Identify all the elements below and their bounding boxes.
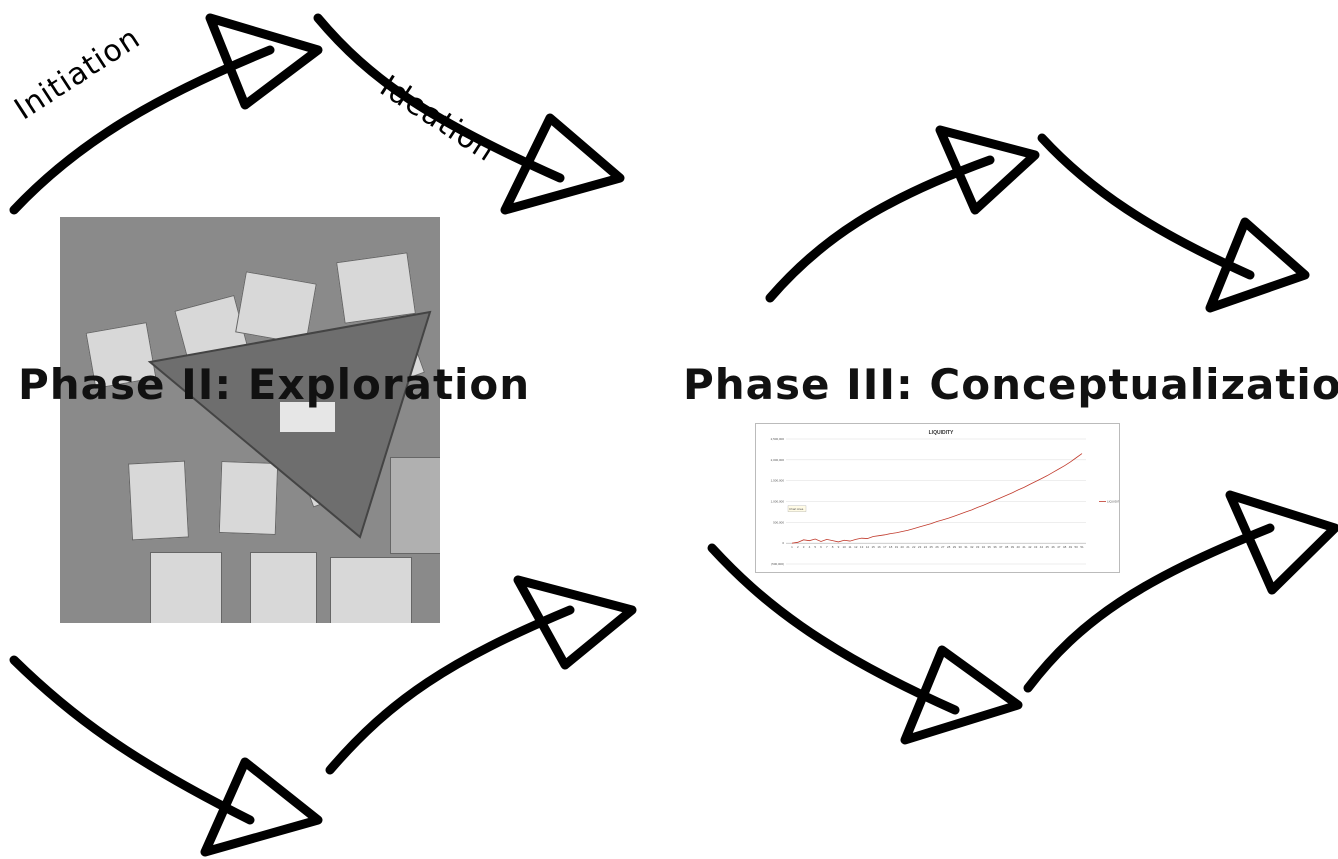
chart-x-tick: 21 bbox=[906, 545, 910, 549]
photo-triangle-board bbox=[147, 310, 432, 539]
chart-x-tick: 17 bbox=[883, 545, 887, 549]
chart-x-tick: 8 bbox=[832, 545, 834, 549]
chart-x-tick: 26 bbox=[935, 545, 939, 549]
chart-series-line bbox=[791, 453, 1083, 544]
chart-x-tick: 49 bbox=[1069, 545, 1073, 549]
chart-y-tick: 2,500,000 bbox=[771, 437, 785, 441]
arrow-conceptualization-rise bbox=[765, 125, 1040, 303]
phase-2-title: Phase II: Exploration bbox=[18, 360, 531, 409]
chart-x-tick: 33 bbox=[976, 545, 980, 549]
arrow-conceptualization-bottom-fall bbox=[707, 543, 1023, 745]
chart-x-tick: 10 bbox=[843, 545, 847, 549]
chart-x-tick: 6 bbox=[820, 545, 822, 549]
chart-x-tick: 47 bbox=[1057, 545, 1061, 549]
chart-x-tick: 4 bbox=[809, 545, 811, 549]
chart-x-tick: 7 bbox=[826, 545, 828, 549]
chart-x-tick: 42 bbox=[1028, 545, 1032, 549]
chart-x-tick: 38 bbox=[1005, 545, 1009, 549]
chart-x-tick: 14 bbox=[866, 545, 870, 549]
chart-x-tick: 36 bbox=[993, 545, 997, 549]
chart-tooltip: Chart Area bbox=[789, 507, 804, 511]
chart-x-tick: 24 bbox=[924, 545, 928, 549]
photo-card bbox=[150, 552, 222, 623]
arrow-conceptualization-fall bbox=[1037, 133, 1310, 313]
chart-x-tick: 22 bbox=[912, 545, 916, 549]
chart-y-tick: (500,000) bbox=[771, 562, 784, 566]
photo-card bbox=[250, 552, 317, 623]
photo-card bbox=[330, 557, 412, 623]
chart-x-tick: 34 bbox=[982, 545, 986, 549]
chart-x-tick: 1 bbox=[791, 545, 793, 549]
chart-x-tick: 39 bbox=[1011, 545, 1015, 549]
chart-x-tick: 2 bbox=[797, 545, 799, 549]
chart-y-tick: 0 bbox=[782, 541, 784, 545]
exploration-photo bbox=[60, 217, 440, 623]
chart-x-tick: 16 bbox=[877, 545, 881, 549]
chart-x-tick: 13 bbox=[860, 545, 864, 549]
chart-x-tick: 30 bbox=[959, 545, 963, 549]
chart-x-tick: 46 bbox=[1051, 545, 1055, 549]
chart-title: LIQUIDITY bbox=[929, 430, 954, 436]
chart-x-tick: 27 bbox=[941, 545, 945, 549]
phase-3-title: Phase III: Conceptualization bbox=[683, 360, 1338, 409]
chart-y-tick: 1,000,000 bbox=[771, 500, 785, 504]
chart-x-tick: 31 bbox=[964, 545, 968, 549]
chart-x-tick: 50 bbox=[1075, 545, 1079, 549]
chart-x-tick: 25 bbox=[930, 545, 934, 549]
chart-x-tick: 28 bbox=[947, 545, 951, 549]
chart-x-tick: 19 bbox=[895, 545, 899, 549]
arrow-exploration-rise bbox=[325, 575, 637, 775]
chart-x-tick: 20 bbox=[901, 545, 905, 549]
chart-x-tick: 23 bbox=[918, 545, 922, 549]
chart-x-tick: 9 bbox=[838, 545, 840, 549]
arrow-ideation bbox=[313, 13, 625, 215]
chart-y-tick: 2,000,000 bbox=[771, 458, 785, 462]
liquidity-chart-svg: LIQUIDITY 2,500,000 2,000,000 1,500,000 1,00… bbox=[771, 430, 1122, 566]
chart-x-tick: 43 bbox=[1034, 545, 1038, 549]
chart-x-tick: 11 bbox=[848, 545, 851, 549]
chart-x-tick: 40 bbox=[1017, 545, 1021, 549]
chart-y-tick: 500,000 bbox=[773, 520, 784, 524]
chart-x-tick: 48 bbox=[1063, 545, 1067, 549]
chart-x-tick: 45 bbox=[1046, 545, 1050, 549]
chart-y-tick: 1,500,000 bbox=[771, 479, 785, 483]
photo-card bbox=[390, 457, 440, 554]
chart-x-tick: 15 bbox=[872, 545, 876, 549]
chart-x-tick: 44 bbox=[1040, 545, 1044, 549]
chart-x-tick: 35 bbox=[988, 545, 992, 549]
arrow-initiation bbox=[9, 13, 323, 215]
arrow-exploration-fall bbox=[9, 655, 323, 857]
chart-x-tick: 32 bbox=[970, 545, 974, 549]
chart-x-tick: 29 bbox=[953, 545, 957, 549]
chart-x-tick: 12 bbox=[854, 545, 858, 549]
chart-legend-label: LIQUIDITY bbox=[1107, 500, 1119, 504]
chart-x-tick: 18 bbox=[889, 545, 893, 549]
arrow-conceptualization-bottom-rise bbox=[1023, 490, 1338, 693]
chart-x-tick: 51 bbox=[1080, 545, 1084, 549]
chart-tooltip-box bbox=[787, 505, 807, 512]
chart-x-tick: 5 bbox=[814, 545, 816, 549]
chart-x-tick: 41 bbox=[1022, 545, 1026, 549]
chart-x-tick: 3 bbox=[803, 545, 805, 549]
liquidity-chart: LIQUIDITY 2,500,000 2,000,000 1,500,000 1,00… bbox=[755, 423, 1122, 573]
chart-x-tick: 37 bbox=[999, 545, 1003, 549]
